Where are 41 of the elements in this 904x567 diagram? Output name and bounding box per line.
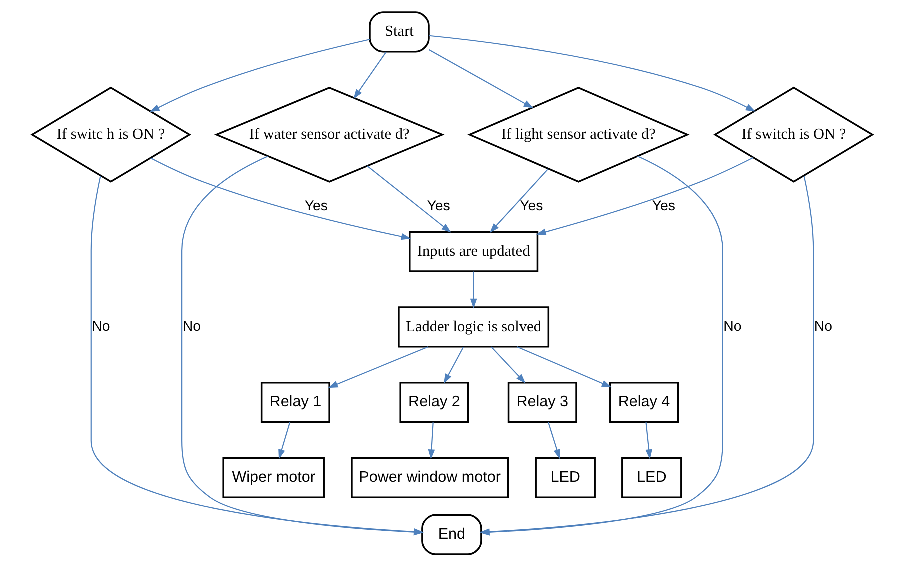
node-box: Relay 2 <box>399 382 469 424</box>
edge-label: No <box>92 318 110 335</box>
edge-label: No <box>723 318 742 335</box>
arrow <box>149 39 370 112</box>
arrow <box>470 272 477 309</box>
arrow <box>489 168 548 234</box>
node-diamond: If switch is ON ? <box>713 86 874 183</box>
arrow <box>645 422 652 460</box>
node-diamond: If switc h is ON ? <box>30 86 191 183</box>
node-box: LED <box>534 457 596 499</box>
node-box: Power window motor <box>350 457 509 499</box>
arrow <box>353 52 386 100</box>
node-box: Start <box>368 12 430 53</box>
node-diamond: If light sensor activate d? <box>467 86 690 183</box>
arrow <box>548 422 560 460</box>
node-box: Ladder logic is solved <box>398 306 550 348</box>
edge-label: Yes <box>426 198 450 215</box>
edge-label: No <box>814 318 832 335</box>
arrow <box>490 346 526 384</box>
arrow <box>150 158 411 240</box>
arrow <box>443 346 464 384</box>
edge-label: Yes <box>304 198 328 215</box>
node-box: Relay 3 <box>507 382 577 424</box>
arrow <box>516 346 612 388</box>
arrow <box>536 157 754 236</box>
node-diamond: If water sensor activate d? <box>214 86 444 183</box>
node-box: Relay 4 <box>609 382 678 424</box>
arrow <box>428 49 534 109</box>
node-box: End <box>421 514 482 556</box>
arrow <box>366 166 451 233</box>
arrow <box>328 346 428 388</box>
edge-label: No <box>182 318 200 335</box>
edge-label: Yes <box>652 198 676 215</box>
node-box: Wiper motor <box>222 457 324 499</box>
node-box: Relay 1 <box>260 382 330 424</box>
arrow <box>278 422 290 460</box>
node-box: LED <box>621 457 682 499</box>
arrow <box>428 35 756 112</box>
arrow <box>428 422 435 460</box>
edge-label: Yes <box>520 198 543 215</box>
node-box: Inputs are updated <box>408 231 538 272</box>
